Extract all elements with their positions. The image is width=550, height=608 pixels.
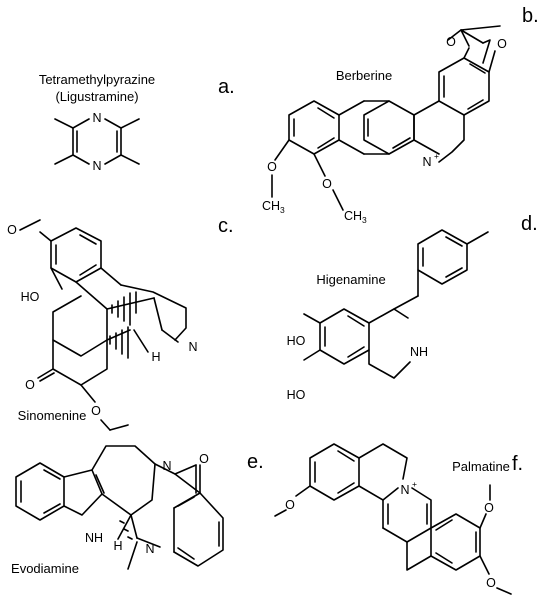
pyrazine-ring bbox=[54, 118, 140, 165]
atom-ho-higenamine-1: HO bbox=[287, 334, 306, 348]
panel-label-e: e. bbox=[247, 451, 264, 473]
panel-label-f: f. bbox=[512, 453, 523, 475]
panel-label-c: c. bbox=[218, 215, 234, 237]
compound-name-palmatine: Palmatine bbox=[452, 459, 510, 474]
higenamine-skeleton bbox=[303, 229, 489, 379]
panel-c-sinomenine: c. Sinomenine bbox=[7, 215, 234, 431]
atom-nh-evodiamine: NH bbox=[85, 531, 103, 545]
panel-label-b: b. bbox=[522, 5, 539, 27]
atom-o-sinomenine-top: O bbox=[7, 223, 17, 237]
compound-name-higenamine: Higenamine bbox=[316, 272, 385, 287]
atom-n-plus-berberine: N bbox=[422, 155, 431, 169]
atom-n-plus-palmatine: N bbox=[400, 483, 409, 497]
atom-o-methoxy-2: O bbox=[322, 177, 332, 191]
atom-o-ketone-sinomenine: O bbox=[25, 378, 35, 392]
panel-f-palmatine: f. Palmatine N + O O bbox=[274, 443, 523, 595]
atom-nh-higenamine: NH bbox=[410, 345, 428, 359]
atom-o-methoxy-sinomenine: O bbox=[91, 404, 101, 418]
charge-plus-berberine: + bbox=[434, 151, 439, 161]
charge-plus-palmatine: + bbox=[412, 479, 417, 489]
compound-alt-name-ligustramine: (Ligustramine) bbox=[55, 89, 138, 104]
atom-o-methylenedioxy-right: O bbox=[497, 37, 507, 51]
panel-a-tetramethylpyrazine: Tetramethylpyrazine (Ligustramine) a. N … bbox=[39, 72, 235, 173]
panel-label-d: d. bbox=[521, 213, 538, 235]
berberine-skeleton bbox=[271, 25, 501, 211]
compound-name-evodiamine: Evodiamine bbox=[11, 561, 79, 576]
atom-n-top: N bbox=[92, 111, 101, 125]
atom-o-methylenedioxy-top: O bbox=[446, 35, 456, 49]
atom-n-bottom: N bbox=[92, 159, 101, 173]
atom-n-methyl-evodiamine: N bbox=[145, 542, 154, 556]
compound-name-tetramethylpyrazine: Tetramethylpyrazine bbox=[39, 72, 155, 87]
panel-b-berberine: b. Berberine bbox=[262, 5, 539, 225]
panel-e-evodiamine: e. Evodiamine bbox=[11, 445, 264, 576]
panel-d-higenamine: d. Higenamine HO HO NH bbox=[287, 213, 538, 402]
methyl-label-1: CH bbox=[262, 199, 280, 213]
methyl-subscript-1: 3 bbox=[280, 205, 285, 215]
atom-n-evodiamine: N bbox=[162, 459, 171, 473]
atom-ho-sinomenine: HO bbox=[21, 290, 40, 304]
sinomenine-skeleton bbox=[19, 219, 187, 431]
compound-name-berberine: Berberine bbox=[336, 68, 392, 83]
methyl-label-2: CH bbox=[344, 209, 362, 223]
atom-o-palmatine-right-2: O bbox=[486, 576, 496, 590]
atom-o-evodiamine: O bbox=[199, 452, 209, 466]
palmatine-skeleton bbox=[274, 443, 512, 595]
atom-h-evodiamine: H bbox=[113, 539, 122, 553]
compound-name-sinomenine: Sinomenine bbox=[18, 408, 87, 423]
atom-o-palmatine-right-1: O bbox=[484, 501, 494, 515]
methyl-subscript-2: 3 bbox=[362, 215, 367, 225]
atom-n-sinomenine: N bbox=[188, 340, 197, 354]
evodiamine-skeleton bbox=[15, 445, 224, 570]
atom-h-sinomenine: H bbox=[151, 350, 160, 364]
panel-label-a: a. bbox=[218, 76, 235, 98]
atom-o-methoxy-1: O bbox=[267, 160, 277, 174]
atom-ho-higenamine-2: HO bbox=[287, 388, 306, 402]
atom-o-palmatine-left: O bbox=[285, 498, 295, 512]
